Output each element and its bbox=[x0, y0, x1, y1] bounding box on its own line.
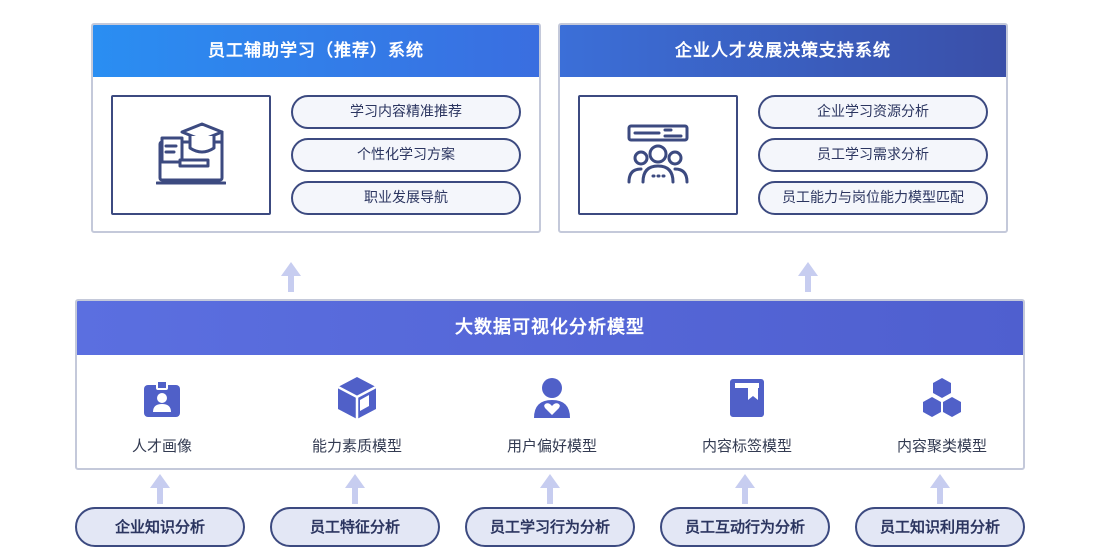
model-label: 人才画像 bbox=[131, 437, 192, 455]
recommendation-item-3: 职业发展导航 bbox=[291, 181, 521, 215]
team-meeting-icon bbox=[627, 124, 689, 184]
decision-item-1: 企业学习资源分析 bbox=[758, 95, 988, 129]
decision-support-title: 企业人才发展决策支持系统 bbox=[560, 25, 1006, 77]
decision-icon-box bbox=[578, 95, 738, 215]
model-user-preference: 用户偏好模型 bbox=[482, 375, 622, 456]
source-employee-features: 员工特征分析 bbox=[270, 507, 440, 547]
up-arrow-icon bbox=[735, 474, 755, 504]
up-arrow-icon bbox=[150, 474, 170, 504]
model-content-cluster: 内容聚类模型 bbox=[872, 375, 1012, 456]
id-badge-icon bbox=[144, 380, 180, 417]
model-label: 能力素质模型 bbox=[311, 437, 402, 455]
graduation-laptop-icon bbox=[156, 122, 226, 185]
model-label: 用户偏好模型 bbox=[506, 437, 597, 455]
source-learning-behavior: 员工学习行为分析 bbox=[465, 507, 635, 547]
decision-item-3: 员工能力与岗位能力模型匹配 bbox=[758, 181, 988, 215]
model-label: 内容标签模型 bbox=[701, 437, 792, 455]
up-arrow-icon bbox=[345, 474, 365, 504]
recommendation-system-title: 员工辅助学习（推荐）系统 bbox=[93, 25, 539, 77]
recommendation-item-1: 学习内容精准推荐 bbox=[291, 95, 521, 129]
hexagon-cluster-icon bbox=[923, 378, 961, 417]
analytics-model-title: 大数据可视化分析模型 bbox=[77, 301, 1023, 355]
recommendation-icon-box bbox=[111, 95, 271, 215]
analytics-model-panel: 大数据可视化分析模型 人才画像 能力素质模型 bbox=[75, 299, 1025, 470]
recommendation-system-panel: 员工辅助学习（推荐）系统 学习内容精准推荐 个性化学习方案 职业发展导航 bbox=[91, 23, 541, 233]
up-arrow-icon bbox=[798, 262, 818, 292]
source-enterprise-knowledge: 企业知识分析 bbox=[75, 507, 245, 547]
cube-icon bbox=[338, 377, 376, 419]
user-heart-icon bbox=[534, 378, 570, 418]
source-knowledge-usage: 员工知识利用分析 bbox=[855, 507, 1025, 547]
source-interaction-behavior: 员工互动行为分析 bbox=[660, 507, 830, 547]
bookmark-book-icon bbox=[730, 379, 764, 417]
model-competency: 能力素质模型 bbox=[287, 375, 427, 456]
up-arrow-icon bbox=[930, 474, 950, 504]
up-arrow-icon bbox=[540, 474, 560, 504]
model-content-tag: 内容标签模型 bbox=[677, 375, 817, 456]
decision-item-2: 员工学习需求分析 bbox=[758, 138, 988, 172]
decision-support-panel: 企业人才发展决策支持系统 企业学习资源分析 员工学习需求分析 员工能力与岗位能力… bbox=[558, 23, 1008, 233]
recommendation-item-2: 个性化学习方案 bbox=[291, 138, 521, 172]
model-label: 内容聚类模型 bbox=[896, 437, 987, 455]
up-arrow-icon bbox=[281, 262, 301, 292]
model-talent-portrait: 人才画像 bbox=[92, 375, 232, 456]
